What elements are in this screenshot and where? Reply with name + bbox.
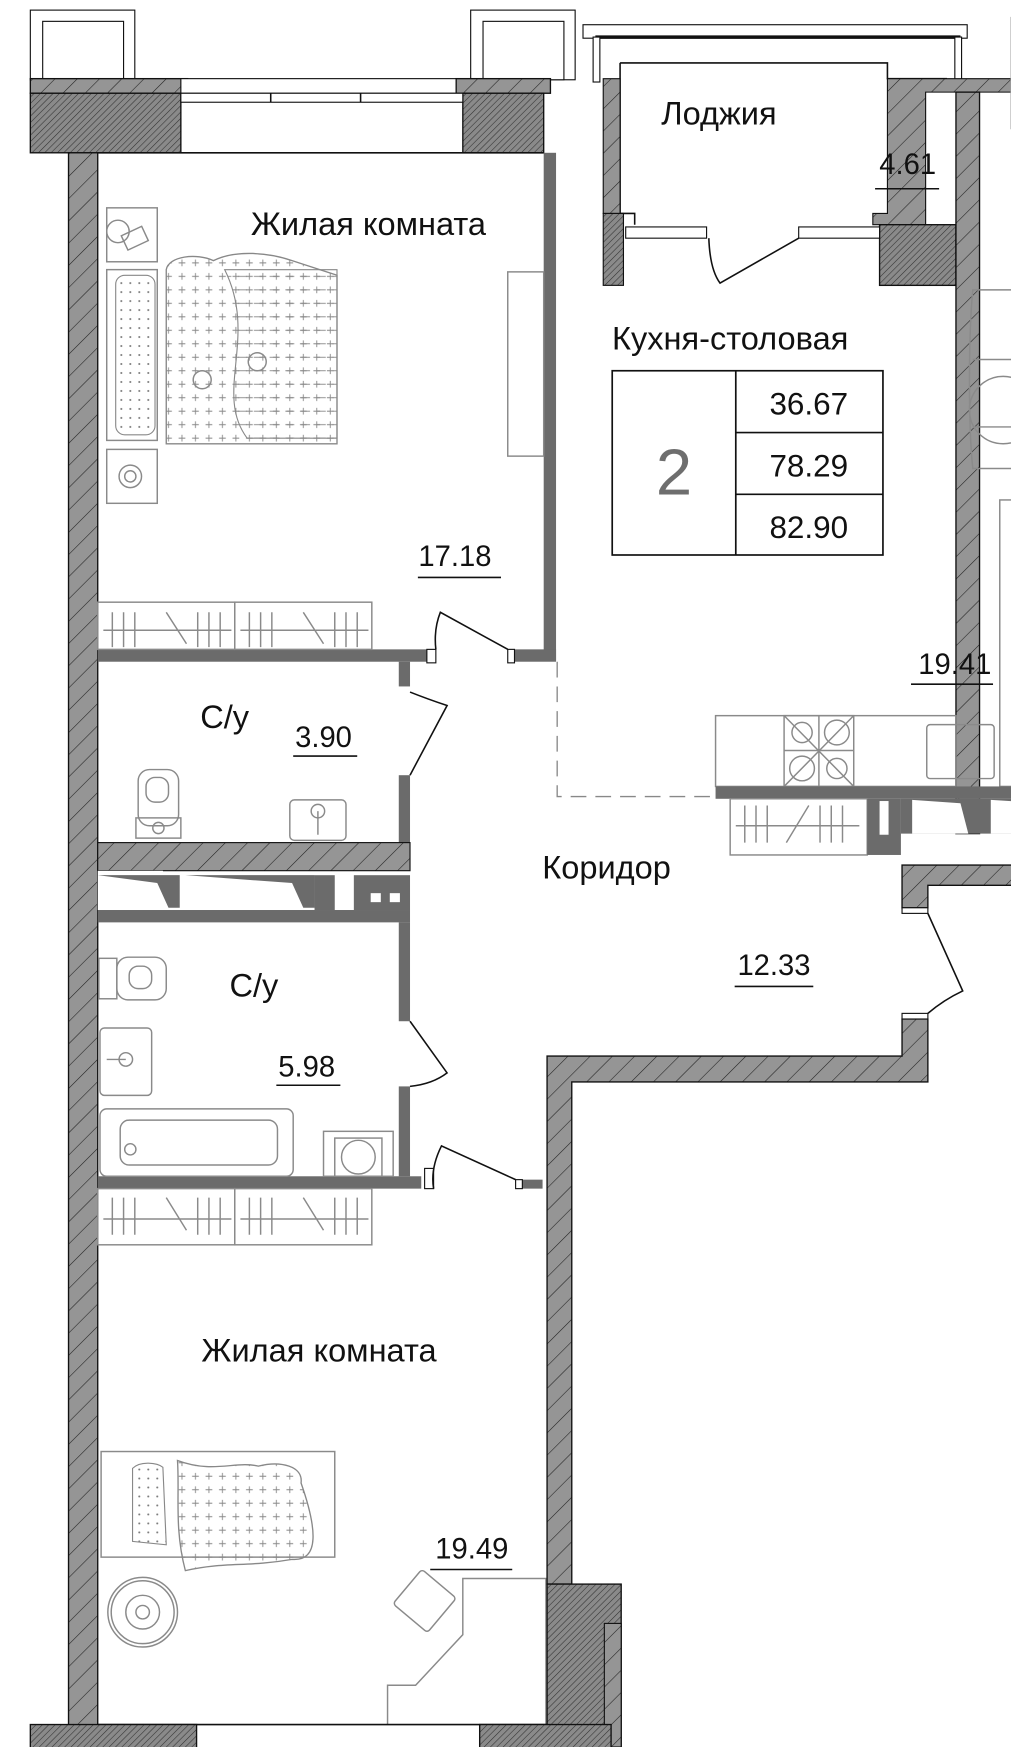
room-name-bathroom-2: С/у — [229, 968, 279, 1004]
room-area-corridor: 12.33 — [737, 950, 810, 982]
sink-icon — [289, 799, 347, 842]
bathtub-icon — [99, 1108, 294, 1178]
toilet-icon — [135, 768, 182, 839]
corridor-walls — [546, 864, 1011, 1585]
kitchen-cabinets — [729, 798, 1011, 856]
bed-icon — [105, 207, 338, 505]
room-area-bathroom-1: 3.90 — [295, 722, 352, 754]
kitchen-zone-boundary — [556, 661, 719, 798]
room-area-bathroom-2: 5.98 — [278, 1051, 335, 1083]
kitchen-counter — [714, 499, 1011, 799]
wardrobe-bedroom-1 — [96, 601, 373, 651]
tv-stand-icon — [507, 271, 545, 457]
bathroom-2-walls — [97, 922, 543, 1190]
room-area-bedroom-1: 17.18 — [418, 541, 491, 573]
room-area-loggia: 4.61 — [879, 149, 936, 181]
dining-table-icon — [968, 375, 1011, 445]
round-table-icon — [107, 1576, 179, 1648]
washing-machine-icon — [322, 1130, 394, 1178]
rooms-count: 2 — [656, 435, 692, 508]
room-name-bedroom-2: Жилая комната — [201, 1333, 437, 1369]
bedroom-1-walls — [97, 152, 557, 664]
window-frame-top-left — [29, 9, 136, 81]
toilet-icon-2 — [98, 956, 167, 1001]
room-name-loggia: Лоджия — [661, 96, 776, 132]
room-area-kitchen: 19.41 — [918, 649, 991, 681]
total-area-value: 82.90 — [769, 510, 848, 545]
window-frame-top-right — [470, 9, 576, 81]
wall-bottom-bedroom-2 — [29, 1583, 622, 1747]
wall-top-bedroom-1 — [29, 77, 552, 154]
bathroom-1-walls — [97, 661, 449, 923]
wall-left — [67, 152, 99, 1738]
room-name-corridor: Коридор — [542, 850, 671, 886]
total-area-no-loggia-value: 78.29 — [769, 448, 848, 483]
room-name-bathroom-1: С/у — [200, 699, 250, 735]
room-name-kitchen: Кухня-столовая — [612, 320, 848, 356]
wardrobe-bedroom-2 — [96, 1187, 373, 1246]
apartment-summary-table — [611, 369, 884, 556]
desk-chair-icon — [386, 1569, 547, 1725]
sink-icon-2 — [99, 1027, 153, 1097]
room-area-bedroom-2: 19.49 — [435, 1533, 508, 1565]
bed-icon-2 — [100, 1450, 336, 1572]
room-name-bedroom-1: Жилая комната — [251, 206, 487, 242]
living-area-value: 36.67 — [769, 387, 848, 422]
